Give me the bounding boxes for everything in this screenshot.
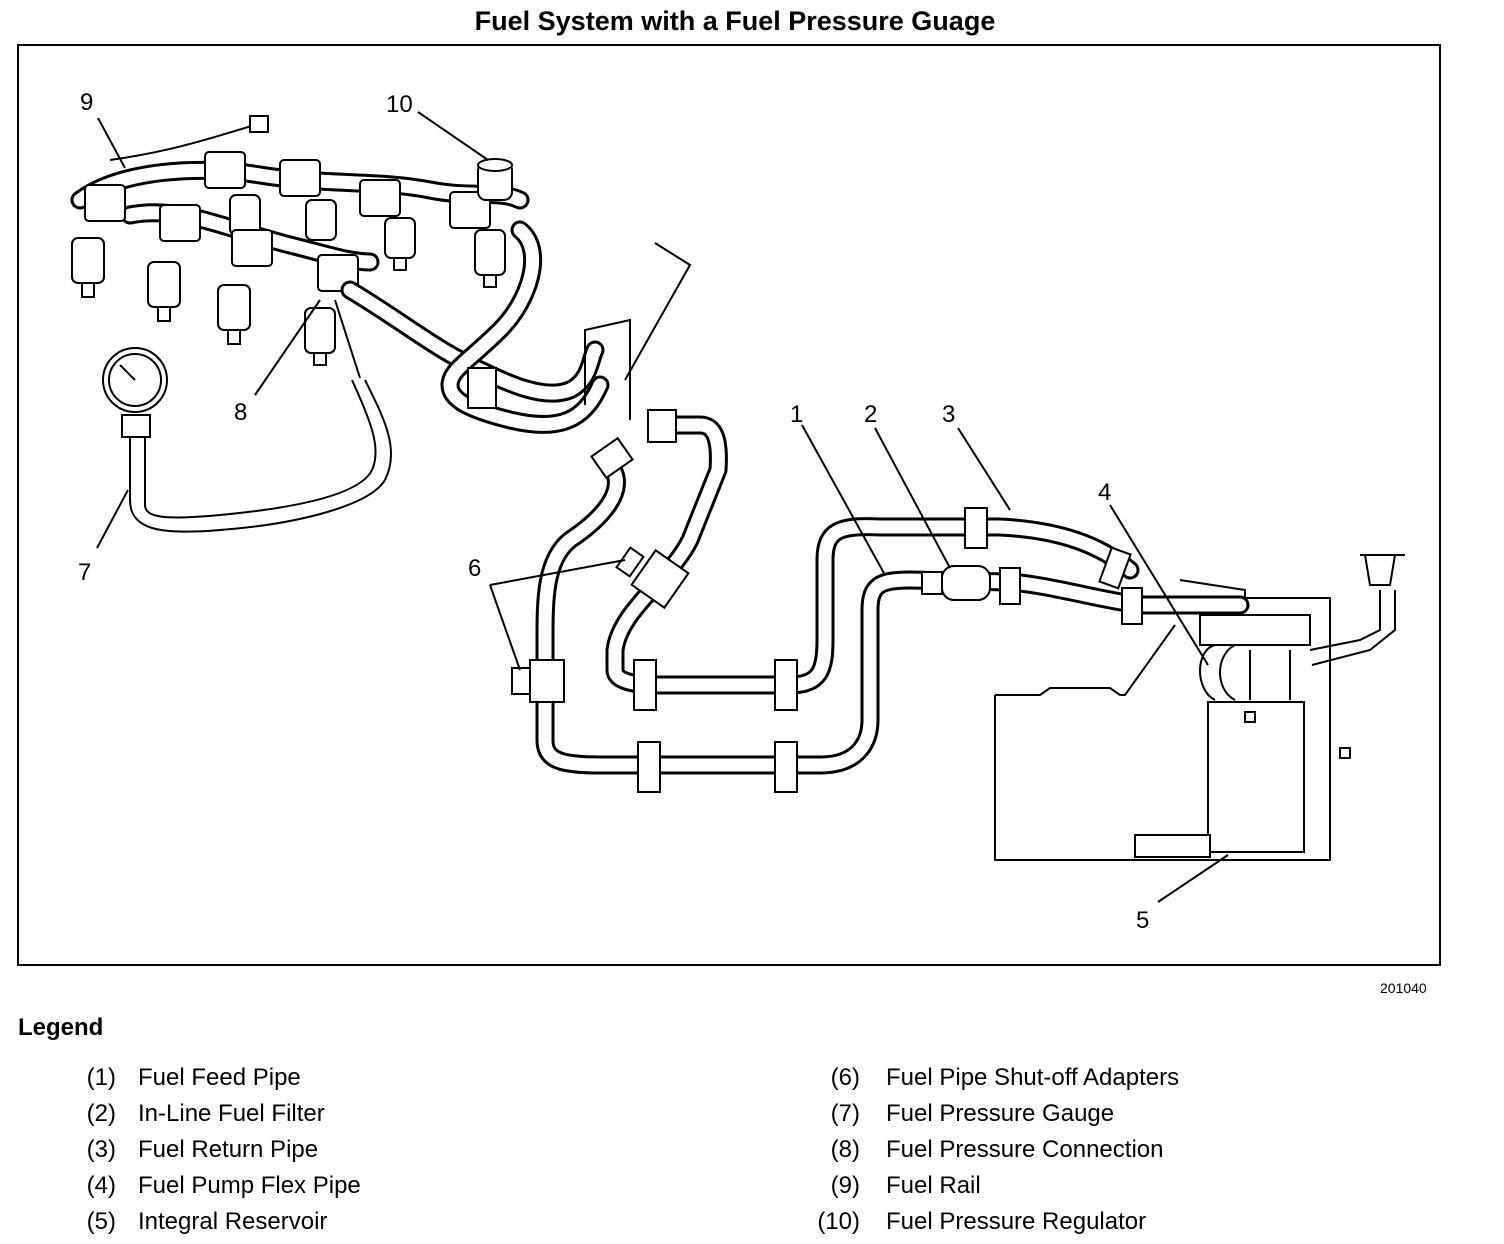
fuel-pressure-regulator (477, 158, 513, 201)
fuel-pressure-gauge (102, 299, 393, 533)
shut-off-adapters (511, 546, 690, 703)
diagram-frame (17, 44, 1441, 966)
fuel-system-diagram: 1 2 3 4 5 6 7 8 9 10 (70, 89, 1405, 934)
figure-id: 201040 (1380, 980, 1427, 996)
callout-2: 2 (864, 401, 877, 428)
engine-pipes (340, 220, 692, 434)
callout-3: 3 (942, 401, 955, 428)
page-title: Fuel System with a Fuel Pressure Guage (474, 6, 996, 36)
callout-8: 8 (234, 399, 247, 426)
fuel-tank-module (994, 554, 1405, 861)
legend-heading: Legend (18, 1014, 104, 1041)
callout-1: 1 (790, 401, 803, 428)
fuel-injectors (71, 151, 506, 366)
callout-4: 4 (1098, 479, 1111, 506)
callout-6: 6 (468, 555, 481, 582)
callout-9: 9 (80, 89, 93, 116)
callout-7: 7 (78, 559, 91, 586)
leader-lines (96, 111, 1229, 903)
callout-5: 5 (1136, 907, 1149, 934)
callout-numbers: 1 2 3 4 5 6 7 8 9 10 (78, 89, 1149, 934)
callout-10: 10 (386, 91, 413, 118)
underbody-pipes (535, 409, 1250, 793)
